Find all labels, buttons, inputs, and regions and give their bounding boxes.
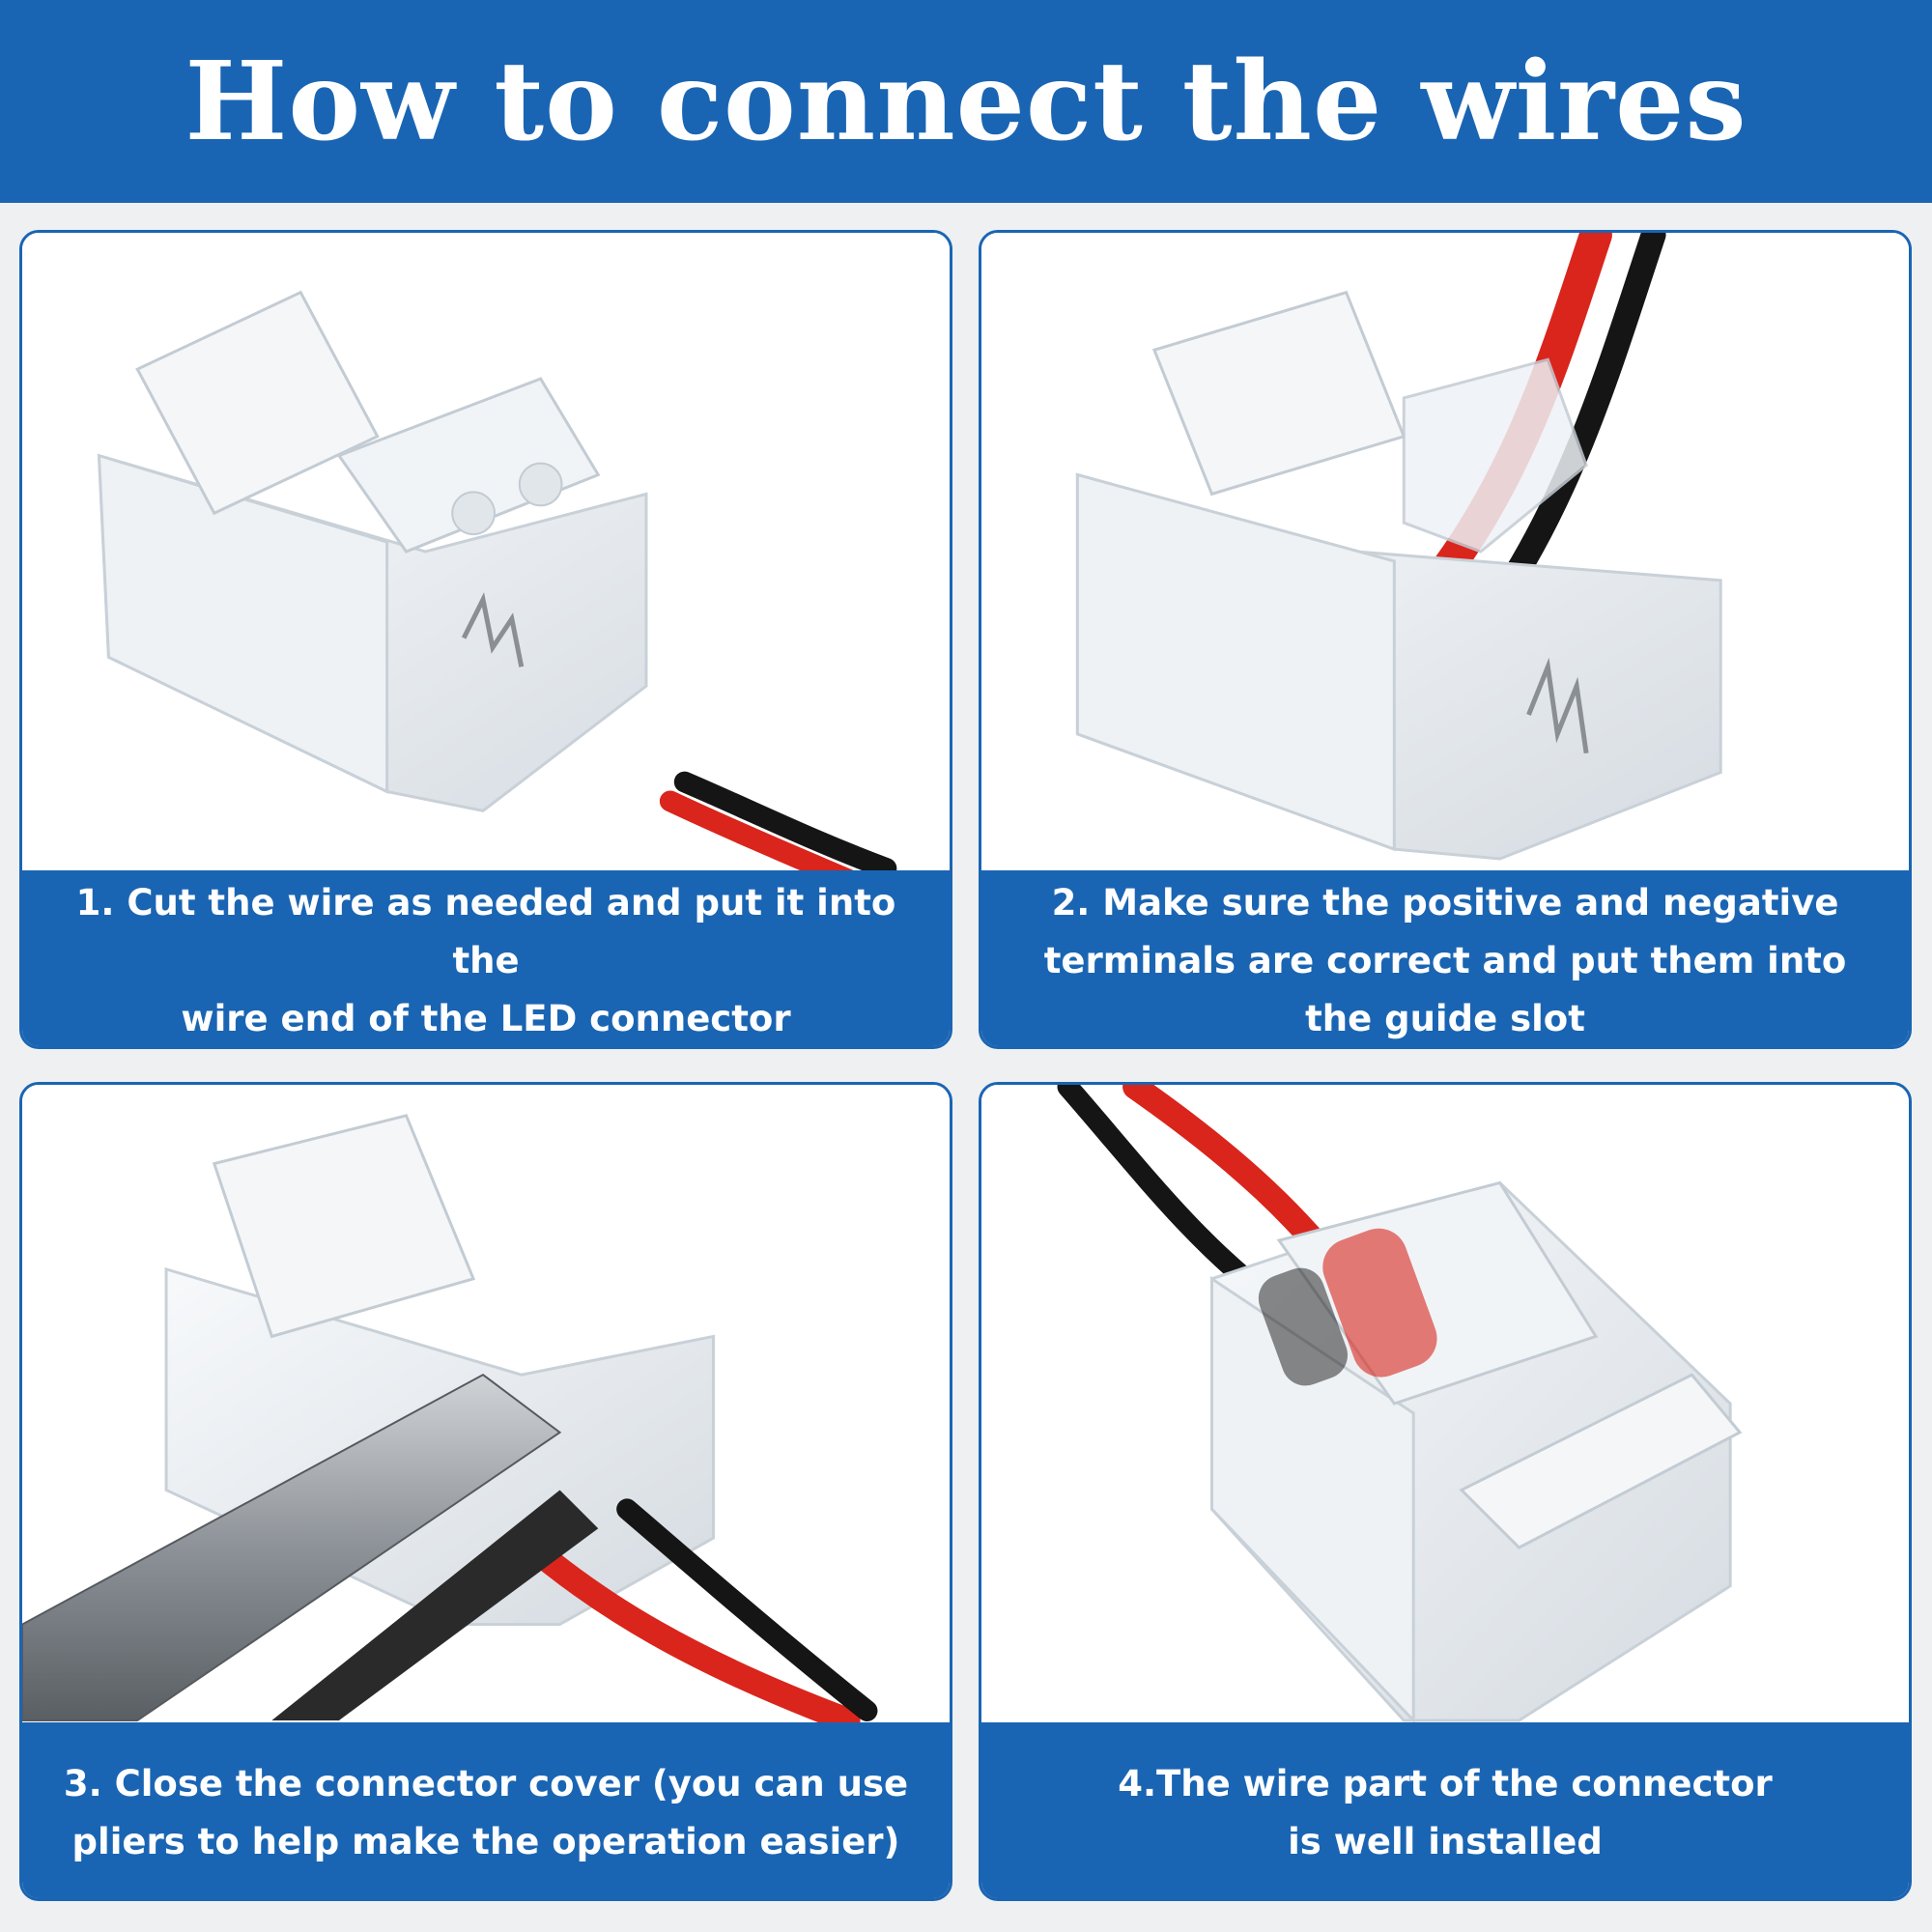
step-4-caption-text: 4.The wire part of the connector is well…	[1118, 1763, 1773, 1862]
step-3-caption: 3. Close the connector cover (you can us…	[22, 1722, 950, 1898]
connector-photo	[1057, 1085, 1743, 1722]
connector-photo	[1075, 233, 1722, 861]
step-1-photo	[22, 233, 950, 870]
step-1-caption-text: 1. Cut the wire as needed and put it int…	[75, 882, 896, 1039]
page-title: How to connect the wires	[185, 38, 1747, 165]
step-card-3: 3. Close the connector cover (you can us…	[19, 1082, 952, 1901]
pliers-photo	[22, 1114, 878, 1722]
step-card-2: 2. Make sure the positive and negative t…	[979, 230, 1912, 1049]
step-2-photo	[981, 233, 1909, 870]
step-card-4: 4.The wire part of the connector is well…	[979, 1082, 1912, 1901]
step-3-photo	[22, 1085, 950, 1722]
connector-photo	[97, 290, 897, 870]
step-2-caption-text: 2. Make sure the positive and negative t…	[1043, 882, 1847, 1039]
header-banner: How to connect the wires	[0, 0, 1932, 203]
step-4-caption: 4.The wire part of the connector is well…	[981, 1722, 1909, 1898]
step-4-photo	[981, 1085, 1909, 1722]
step-3-caption-text: 3. Close the connector cover (you can us…	[63, 1763, 909, 1862]
step-2-caption: 2. Make sure the positive and negative t…	[981, 870, 1909, 1046]
step-card-1: 1. Cut the wire as needed and put it int…	[19, 230, 952, 1049]
step-1-caption: 1. Cut the wire as needed and put it int…	[22, 870, 950, 1046]
